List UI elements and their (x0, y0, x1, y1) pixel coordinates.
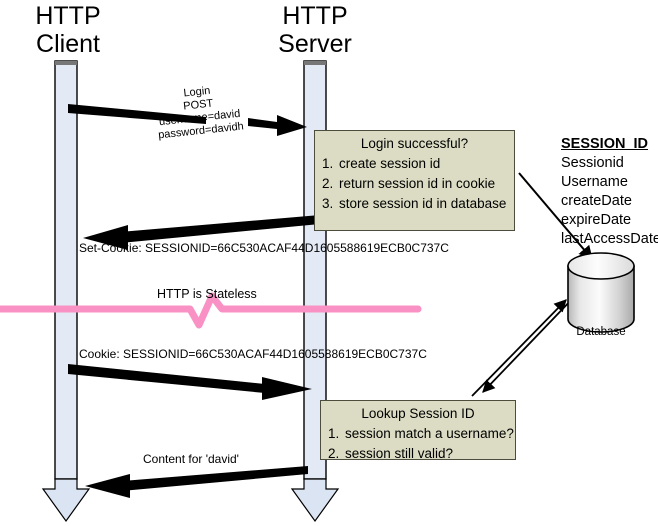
process-step: session match a username? (343, 424, 515, 444)
arrow-login-request (68, 104, 307, 136)
stateless-separator-line (0, 292, 422, 329)
stateless-separator-label: HTTP is Stateless (157, 287, 257, 301)
session-id-field: Username (561, 174, 628, 190)
process-step: store session id in database (337, 194, 514, 214)
process-step: session still valid? (343, 444, 515, 464)
arrow-lookup-to-database (471, 299, 567, 397)
session-id-field: expireDate (561, 212, 632, 228)
session-id-field: createDate (561, 193, 632, 209)
arrow-store-session-to-database (518, 172, 593, 261)
process-box-login-successful: Login successful? create session id retu… (314, 130, 515, 231)
session-id-field: Sessionid (561, 155, 624, 171)
process-box-lookup-session: Lookup Session ID session match a userna… (320, 400, 516, 461)
arrow-database-to-lookup (482, 294, 577, 393)
session-id-legend: SESSION_ID Sessionid Username createDate… (561, 135, 658, 249)
actor-title-client: HTTP Client (35, 2, 101, 58)
process-box-login-steps: create session id return session id in c… (315, 154, 514, 214)
arrow-set-cookie (83, 215, 320, 250)
actor-title-server: HTTP Server (278, 2, 352, 58)
database-label: Database (576, 326, 626, 338)
message-label-content-response: Content for 'david' (143, 452, 239, 466)
session-id-legend-title: SESSION_ID (561, 136, 649, 152)
process-box-login-title: Login successful? (360, 136, 469, 151)
lifeline-client (41, 60, 91, 523)
database-cylinder (567, 252, 635, 333)
message-label-set-cookie: Set-Cookie: SESSIONID=66C530ACAF44D16055… (79, 241, 449, 255)
session-id-field: lastAccessDate (561, 231, 658, 247)
process-box-lookup-steps: session match a username? session still … (321, 424, 515, 464)
process-step: create session id (337, 154, 514, 174)
arrow-cookie-request (68, 364, 312, 400)
process-box-lookup-title: Lookup Session ID (361, 406, 475, 421)
message-label-cookie-request: Cookie: SESSIONID=66C530ACAF44D160558861… (79, 347, 427, 361)
process-step: return session id in cookie (337, 174, 514, 194)
arrow-content-response (85, 466, 308, 498)
